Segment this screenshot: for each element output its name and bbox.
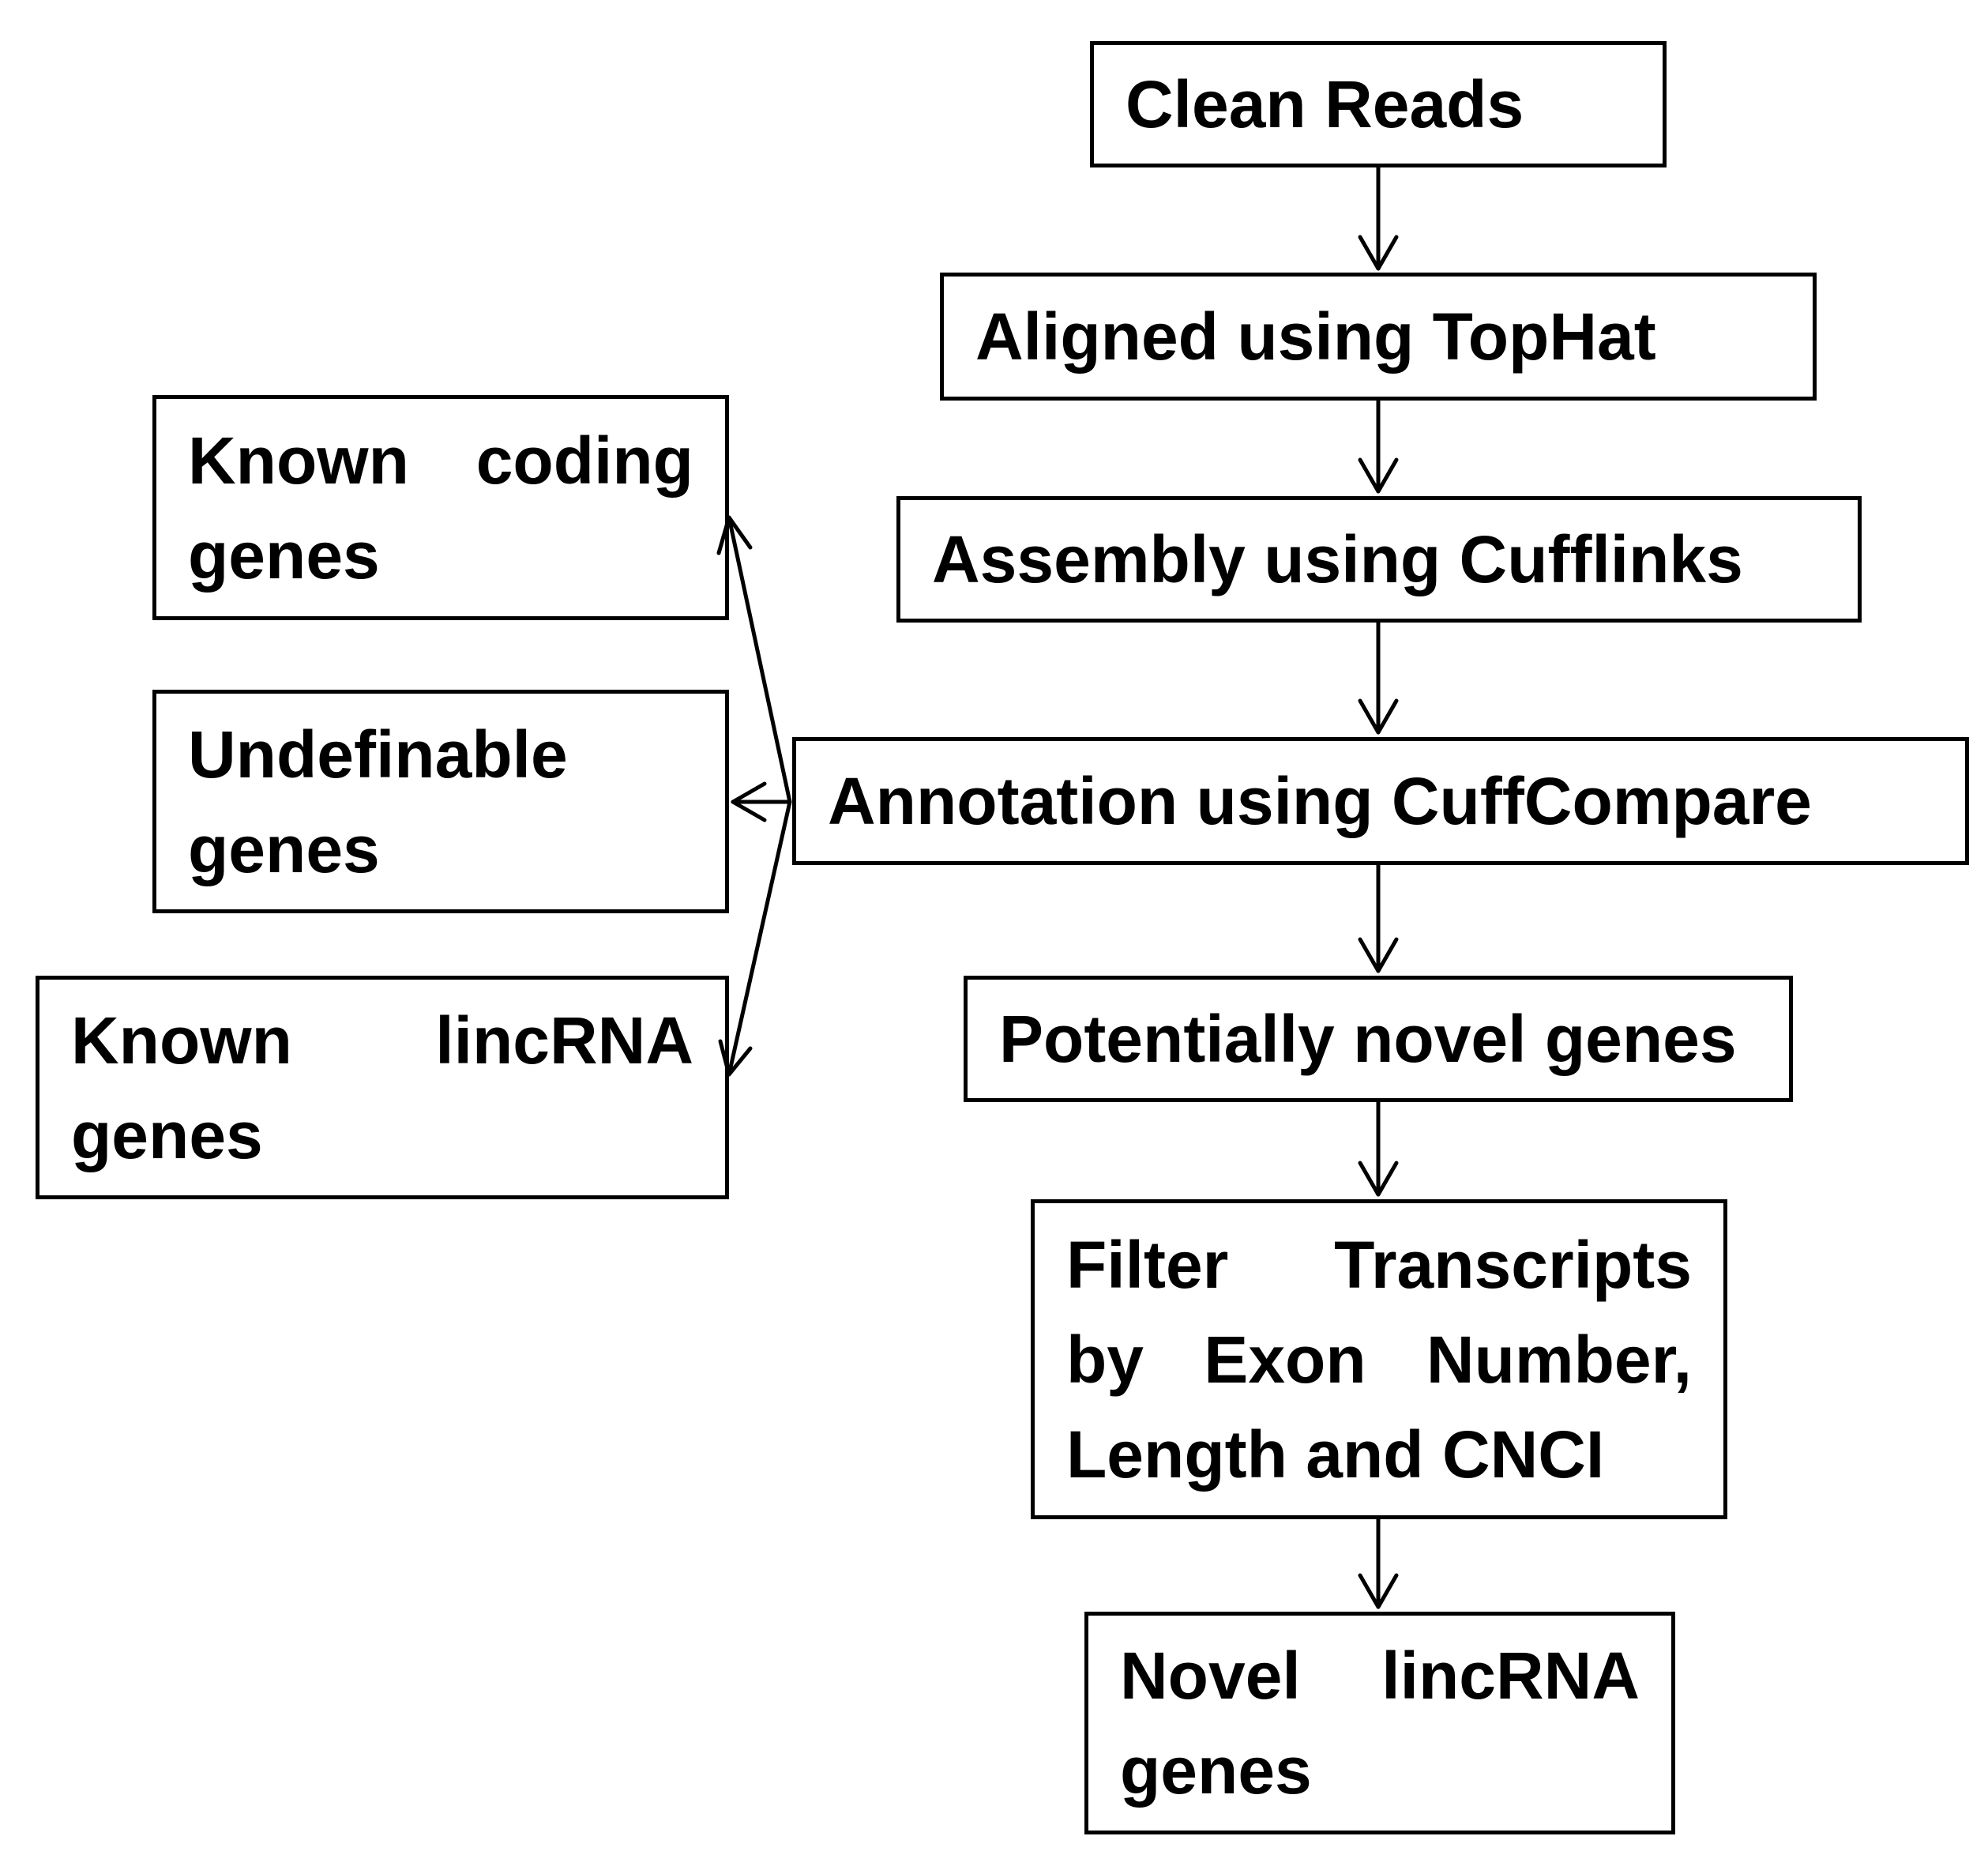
node-novel-lincrna-genes: Novel lincRNA genes bbox=[1084, 1612, 1675, 1834]
node-novel-lincrna-genes-label: Novel lincRNA genes bbox=[1120, 1639, 1640, 1808]
node-undefinable-genes-label: Undefinable genes bbox=[188, 717, 568, 886]
edge-annotation-to-known-coding-head bbox=[716, 515, 753, 555]
node-known-coding-genes-label: Known coding genes bbox=[188, 423, 693, 593]
edge-annotation-to-known-lincrna bbox=[727, 800, 792, 1077]
node-aligned-tophat-label: Aligned using TopHat bbox=[975, 299, 1656, 374]
node-filter-transcripts-label: Filter Transcripts by Exon Number, Lengt… bbox=[1066, 1227, 1692, 1492]
edge-assembly-to-annotation-head bbox=[1358, 698, 1399, 735]
edge-aligned-to-assembly-head bbox=[1358, 457, 1399, 494]
edge-annotation-to-known-coding bbox=[727, 515, 792, 804]
edge-annotation-to-undefinable-head bbox=[731, 781, 767, 822]
edge-annotation-to-known-lincrna-head bbox=[718, 1039, 753, 1077]
edge-annotation-to-novel-head bbox=[1358, 937, 1399, 973]
node-clean-reads-label: Clean Reads bbox=[1126, 67, 1524, 141]
node-known-lincrna-genes: Known lincRNA genes bbox=[36, 976, 729, 1199]
node-clean-reads: Clean Reads bbox=[1090, 41, 1667, 167]
node-potentially-novel-genes-label: Potentially novel genes bbox=[999, 1002, 1737, 1076]
node-annotation-cuffcompare-label: Annotation using CuffCompare bbox=[828, 764, 1812, 838]
node-assembly-cufflinks: Assembly using Cufflinks bbox=[896, 496, 1862, 623]
node-annotation-cuffcompare: Annotation using CuffCompare bbox=[792, 737, 1969, 865]
node-undefinable-genes: Undefinable genes bbox=[152, 690, 729, 913]
edge-novel-to-filter-head bbox=[1358, 1161, 1399, 1197]
edge-filter-to-novel-lincrna-head bbox=[1358, 1573, 1399, 1609]
edge-clean-to-aligned-head bbox=[1358, 235, 1399, 271]
node-filter-transcripts: Filter Transcripts by Exon Number, Lengt… bbox=[1031, 1199, 1727, 1519]
node-known-coding-genes: Known coding genes bbox=[152, 395, 729, 620]
node-known-lincrna-genes-label: Known lincRNA genes bbox=[71, 1003, 693, 1172]
node-assembly-cufflinks-label: Assembly using Cufflinks bbox=[932, 522, 1743, 596]
